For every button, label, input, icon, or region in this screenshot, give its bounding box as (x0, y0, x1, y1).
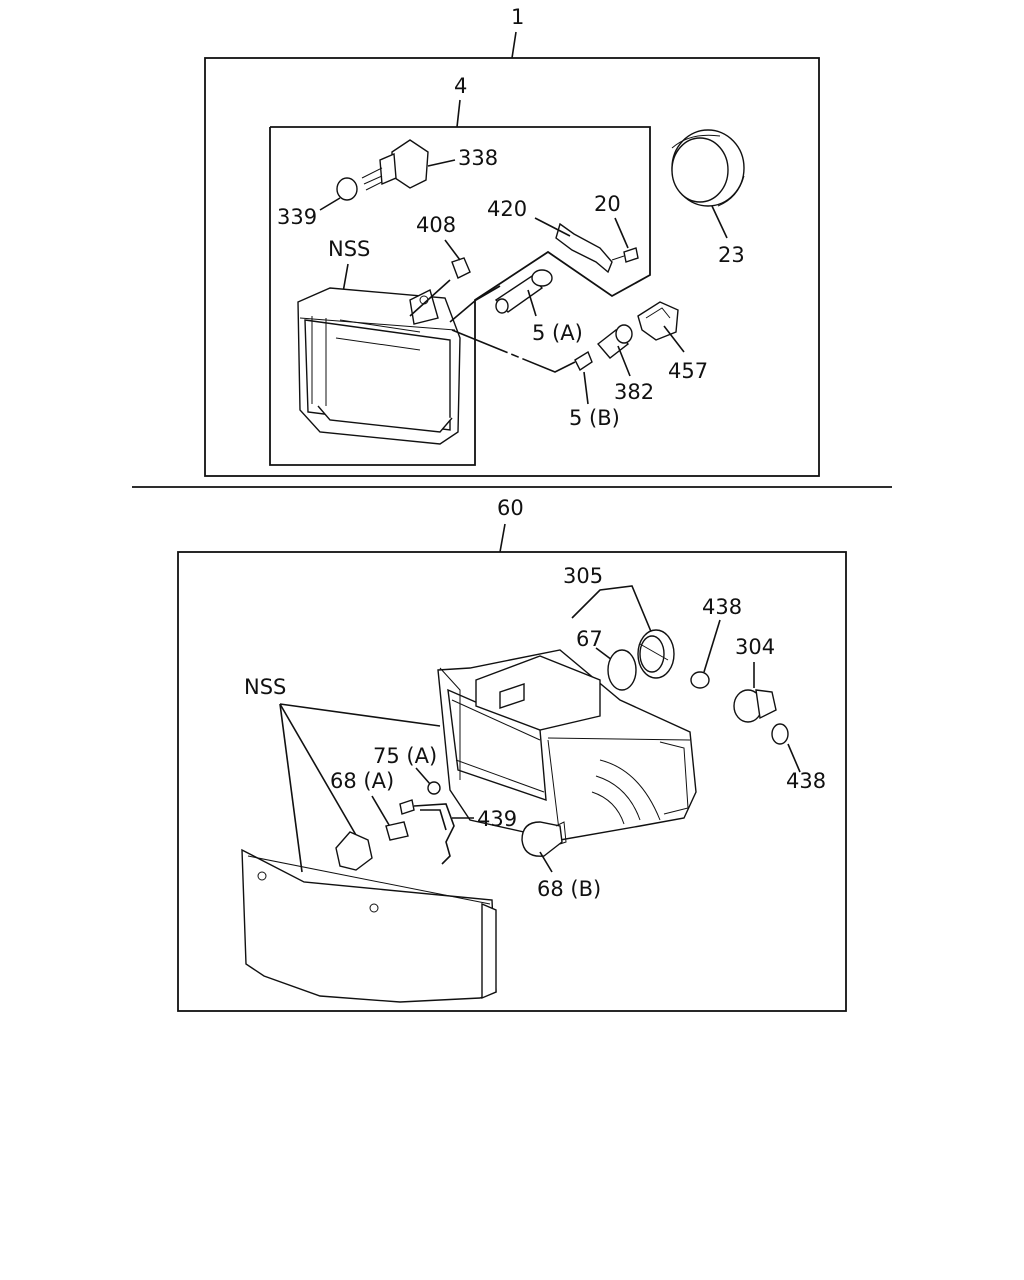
part-5a-bulb (494, 269, 553, 314)
part-304-bulb-socket (733, 689, 777, 723)
label-338: 338 (458, 146, 498, 170)
part-439-wiring (399, 799, 455, 865)
label-68b: 68 (B) (537, 877, 601, 901)
leader-5a (527, 289, 537, 317)
leader-60 (499, 523, 506, 553)
leader-438-top (703, 619, 721, 673)
leader-338 (427, 159, 456, 167)
label-438-top: 438 (702, 595, 742, 619)
leader-420 (534, 217, 571, 237)
leader-1 (511, 31, 517, 59)
part-457-connector (637, 301, 679, 341)
part-67-o-ring (607, 649, 637, 691)
leader-382 (617, 345, 631, 377)
assembly-4-frame (269, 126, 651, 466)
label-67: 67 (576, 627, 603, 651)
leader-68b (539, 851, 553, 873)
leader-23 (711, 205, 728, 239)
label-439: 439 (477, 807, 517, 831)
label-nss-lower: NSS (244, 675, 286, 699)
part-5b-bulb (574, 350, 593, 372)
label-68a: 68 (A) (330, 769, 394, 793)
leader-408-to-body (409, 279, 451, 317)
callout-4: 4 (454, 74, 467, 98)
leader-408 (444, 239, 461, 261)
leader-438-bottom (787, 743, 801, 773)
callout-1: 1 (511, 5, 524, 29)
label-5b: 5 (B) (569, 406, 620, 430)
lower-assembly: 60 305 67 438 3 (177, 496, 847, 1012)
label-339: 339 (277, 205, 317, 229)
leader-nss-to-bulb (279, 703, 361, 843)
part-headlamp-housing (437, 649, 697, 841)
part-438-cap-top (690, 671, 710, 689)
leader-68a (371, 795, 393, 831)
label-457: 457 (668, 359, 708, 383)
part-420-bracket (555, 222, 613, 274)
label-nss-upper: NSS (328, 237, 370, 261)
leader-20 (614, 217, 629, 249)
part-lamp-body-upper (297, 287, 461, 445)
leader-4 (456, 99, 461, 128)
part-75a-screw (427, 781, 441, 795)
part-338-adjuster (361, 139, 429, 191)
leader-nss-to-lens (279, 703, 303, 873)
part-20-screw (611, 247, 639, 263)
leader-457 (663, 325, 685, 353)
callout-60: 60 (497, 496, 524, 520)
part-408-cap (451, 257, 471, 279)
label-75a: 75 (A) (373, 744, 437, 768)
label-305: 305 (563, 564, 603, 588)
part-68a-bulb (335, 821, 409, 871)
leader-nss-to-housing (279, 703, 441, 727)
leader-67 (595, 647, 613, 661)
label-5a: 5 (A) (532, 321, 583, 345)
leader-5a-to-body (449, 299, 477, 323)
part-68b-bulb (521, 821, 567, 857)
part-382-socket (596, 324, 633, 359)
label-23: 23 (718, 243, 745, 267)
label-420: 420 (487, 197, 527, 221)
part-438-cap-bottom (771, 723, 789, 745)
label-438-bottom: 438 (786, 769, 826, 793)
leader-5b (583, 371, 589, 405)
assembly-1-frame (204, 57, 820, 477)
leader-339 (319, 197, 341, 211)
leader-5a-box-top (475, 285, 501, 301)
assembly-60-frame (177, 551, 847, 1012)
part-339-o-ring (336, 177, 358, 201)
part-305-socket (637, 629, 675, 679)
leader-5b-to-body (451, 329, 576, 373)
label-408: 408 (416, 213, 456, 237)
label-382: 382 (614, 380, 654, 404)
part-23-ring (671, 129, 745, 207)
label-304: 304 (735, 635, 775, 659)
leader-75a (415, 767, 431, 785)
part-lens-cover (241, 848, 497, 1003)
upper-assembly: 1 4 338 339 NSS 408 (204, 5, 820, 477)
leader-305 (571, 585, 653, 635)
label-20: 20 (594, 192, 621, 216)
